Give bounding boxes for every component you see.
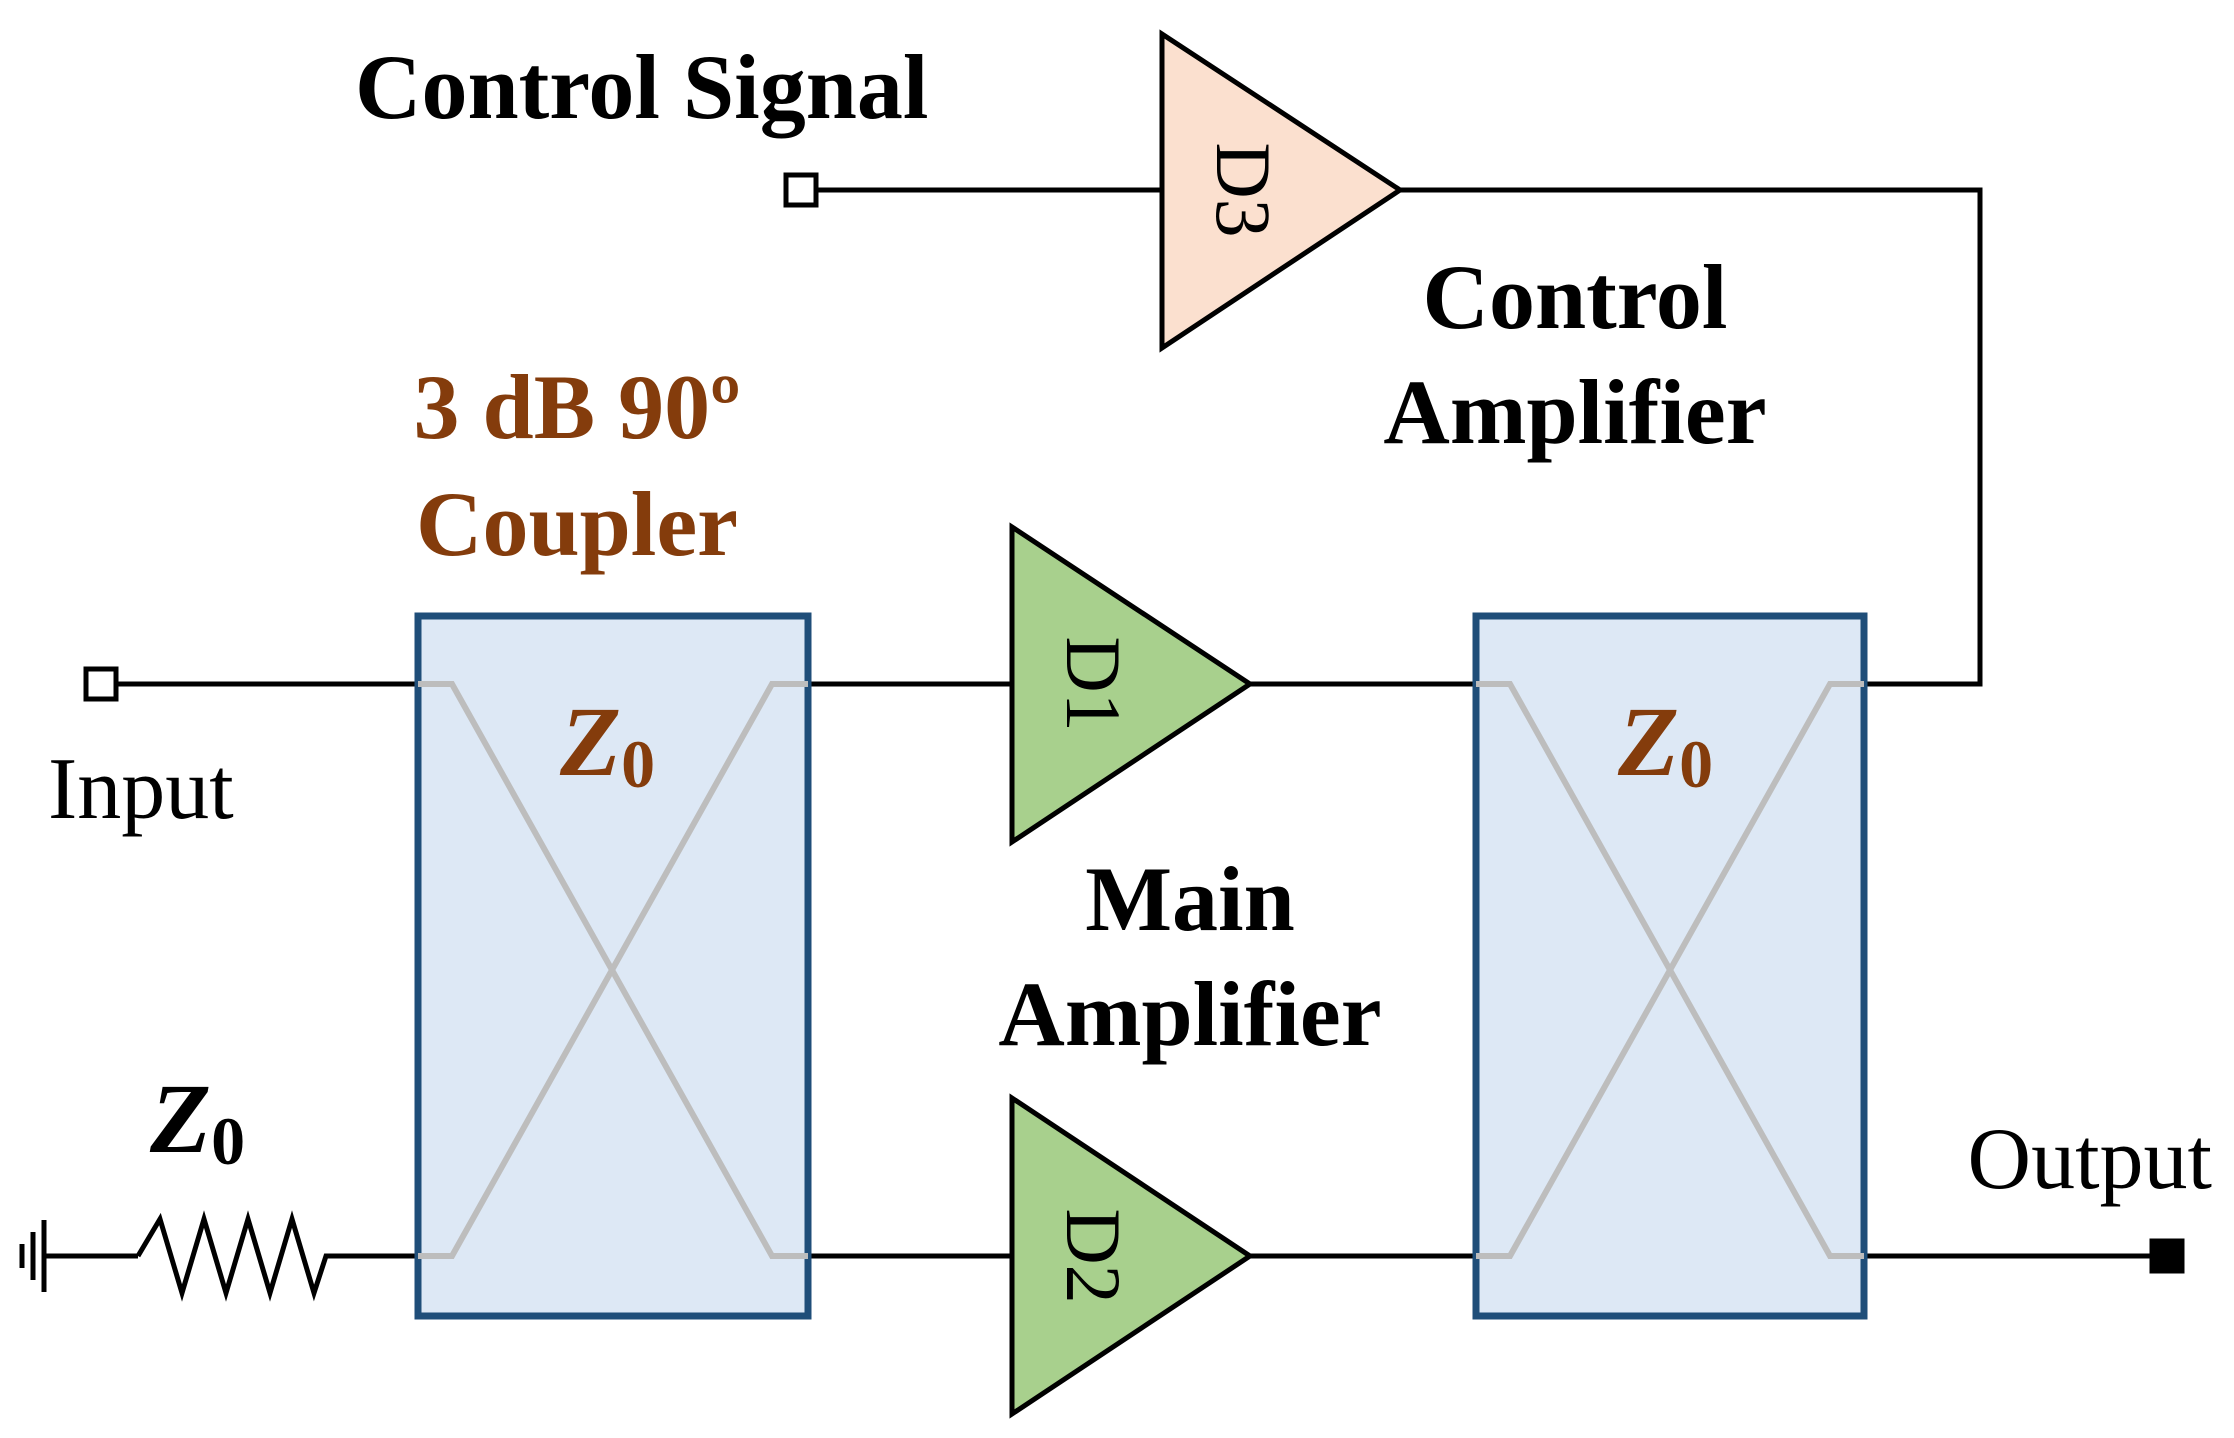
coupler-label-line2: Coupler [416, 473, 738, 575]
amplifier-d2: D2 [1009, 1093, 1255, 1419]
control-amplifier-label-line2: Amplifier [1383, 361, 1766, 463]
main-amplifier-label-line2: Amplifier [998, 963, 1381, 1065]
left-coupler: Z0 [414, 612, 812, 1320]
amplifier-d3-label: D3 [1200, 142, 1287, 237]
amplifier-d2-label: D2 [1050, 1208, 1137, 1303]
amplifier-d1: D1 [1009, 522, 1255, 847]
control-signal-port [783, 172, 819, 208]
left-coupler-impedance: Z0 [559, 686, 655, 802]
main-amplifier-label-line1: Main [1085, 848, 1295, 950]
input-port [83, 666, 119, 702]
right-coupler: Z0 [1472, 612, 1868, 1320]
output-label: Output [1968, 1111, 2212, 1208]
amplifier-d1-label: D1 [1050, 636, 1137, 731]
output-port [2149, 1238, 2185, 1274]
amplifier-d3: D3 [1159, 29, 1405, 353]
wire-control-out [1400, 187, 1983, 687]
coupler-label-line1: 3 dB 90º [414, 356, 741, 458]
ground-icon [19, 1220, 47, 1292]
resistor-symbol [135, 1210, 418, 1302]
right-coupler-impedance: Z0 [1617, 686, 1713, 802]
control-amplifier-label-line1: Control [1423, 246, 1728, 348]
termination-impedance-label: Z0 [149, 1063, 245, 1179]
control-signal-label: Control Signal [355, 36, 928, 138]
input-label: Input [48, 741, 234, 838]
